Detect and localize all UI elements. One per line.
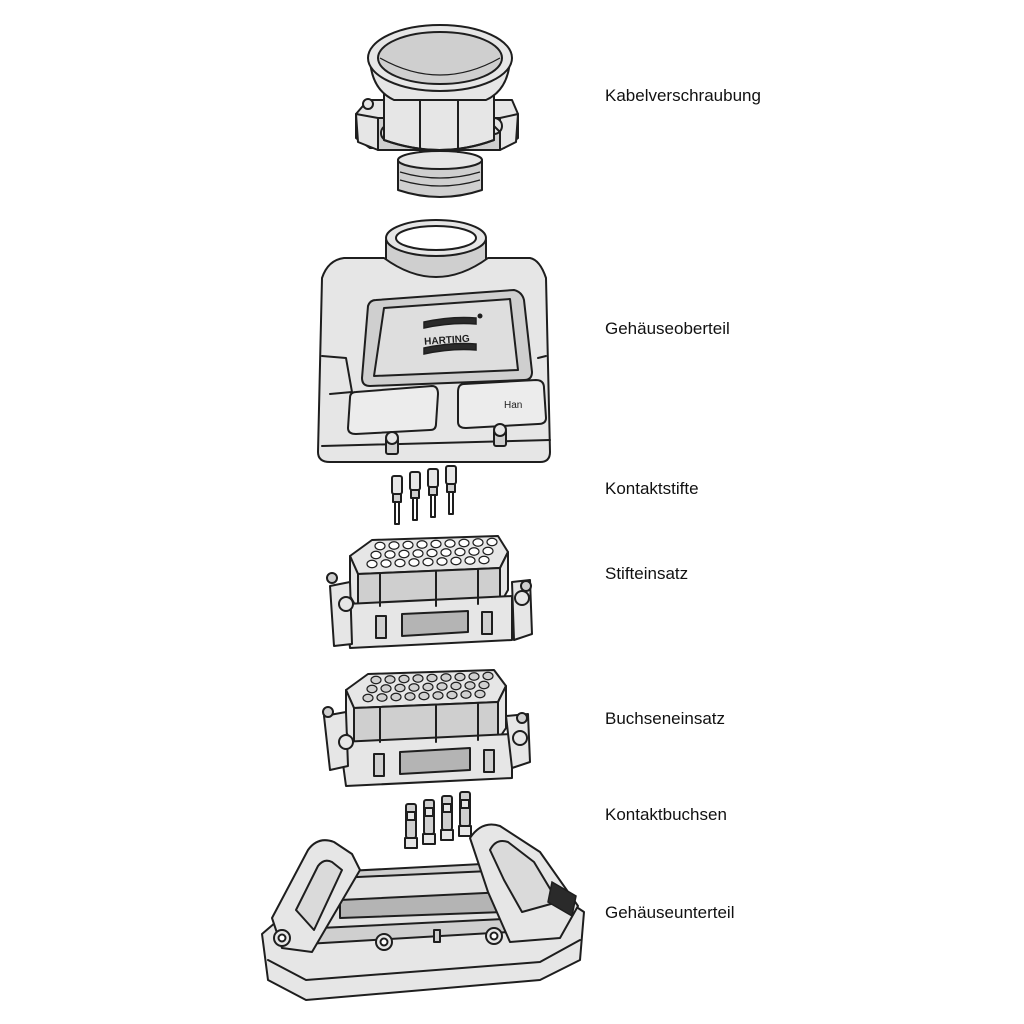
contact-hole	[422, 682, 434, 692]
label-contact-pins: Kontaktstifte	[605, 479, 699, 498]
contact-hole	[390, 692, 402, 702]
series-mark: Han	[504, 400, 522, 411]
contact-hole	[450, 556, 462, 566]
contact-hole	[398, 674, 410, 684]
contact-hole	[440, 673, 452, 682]
contact-hole	[418, 691, 430, 701]
contact-hole	[374, 541, 386, 551]
contact-hole	[402, 540, 414, 550]
contact-hole	[478, 680, 490, 690]
contact-hole	[384, 550, 396, 559]
contact-hole	[444, 539, 456, 548]
contact-hole	[380, 684, 392, 693]
contact-hole	[366, 559, 378, 569]
socket-insert-contact-grid	[362, 671, 494, 703]
brand-mark: HARTING	[424, 334, 470, 348]
contact-hole	[432, 691, 444, 700]
label-socket-insert: Buchseneinsatz	[605, 709, 726, 728]
contact-hole	[478, 555, 490, 565]
contact-hole	[412, 549, 424, 558]
contact-hole	[426, 673, 438, 683]
contact-hole	[486, 537, 498, 547]
contact-hole	[464, 556, 476, 565]
pin-insert-drawing	[326, 535, 533, 649]
contact-hole	[362, 693, 374, 703]
contact-hole	[472, 538, 484, 547]
contact-sockets-drawing	[404, 791, 472, 849]
contact-hole	[454, 547, 466, 557]
contact-hole	[468, 547, 480, 556]
contact-hole	[468, 672, 480, 681]
label-housing-top: Gehäuseoberteil	[605, 319, 730, 338]
label-housing-bottom: Gehäuseunterteil	[605, 903, 735, 922]
pin-insert-contact-grid	[366, 537, 498, 569]
contact-hole	[388, 541, 400, 550]
contact-hole	[436, 557, 448, 566]
contact-hole	[394, 558, 406, 568]
contact-hole	[460, 690, 472, 699]
housing-top-drawing: HARTING Han	[317, 219, 551, 463]
contact-hole	[412, 674, 424, 683]
contact-hole	[426, 548, 438, 558]
contact-pins-drawing	[391, 465, 457, 525]
contact-hole	[458, 538, 470, 548]
harting-logo: HARTING	[423, 313, 483, 355]
contact-hole	[446, 690, 458, 700]
contact-hole	[404, 692, 416, 701]
label-pin-insert: Stifteinsatz	[605, 564, 689, 583]
contact-hole	[380, 559, 392, 568]
contact-hole	[440, 548, 452, 557]
contact-hole	[454, 672, 466, 682]
contact-hole	[482, 671, 494, 681]
contact-hole	[366, 684, 378, 694]
socket-insert-drawing	[322, 669, 531, 787]
label-contact-sockets: Kontaktbuchsen	[605, 805, 727, 824]
contact-hole	[482, 546, 494, 556]
contact-hole	[376, 693, 388, 702]
contact-hole	[384, 675, 396, 684]
contact-hole	[430, 539, 442, 549]
contact-hole	[416, 540, 428, 549]
contact-hole	[370, 550, 382, 560]
contact-hole	[450, 681, 462, 691]
contact-hole	[398, 549, 410, 559]
contact-hole	[436, 682, 448, 691]
contact-hole	[422, 557, 434, 567]
contact-hole	[408, 558, 420, 567]
contact-hole	[394, 683, 406, 693]
housing-bottom-drawing	[261, 823, 585, 1001]
cable-gland-drawing	[355, 24, 519, 198]
contact-hole	[370, 675, 382, 685]
label-cable-gland: Kabelverschraubung	[605, 86, 761, 105]
contact-hole	[464, 681, 476, 690]
contact-hole	[408, 683, 420, 692]
contact-hole	[474, 689, 486, 699]
